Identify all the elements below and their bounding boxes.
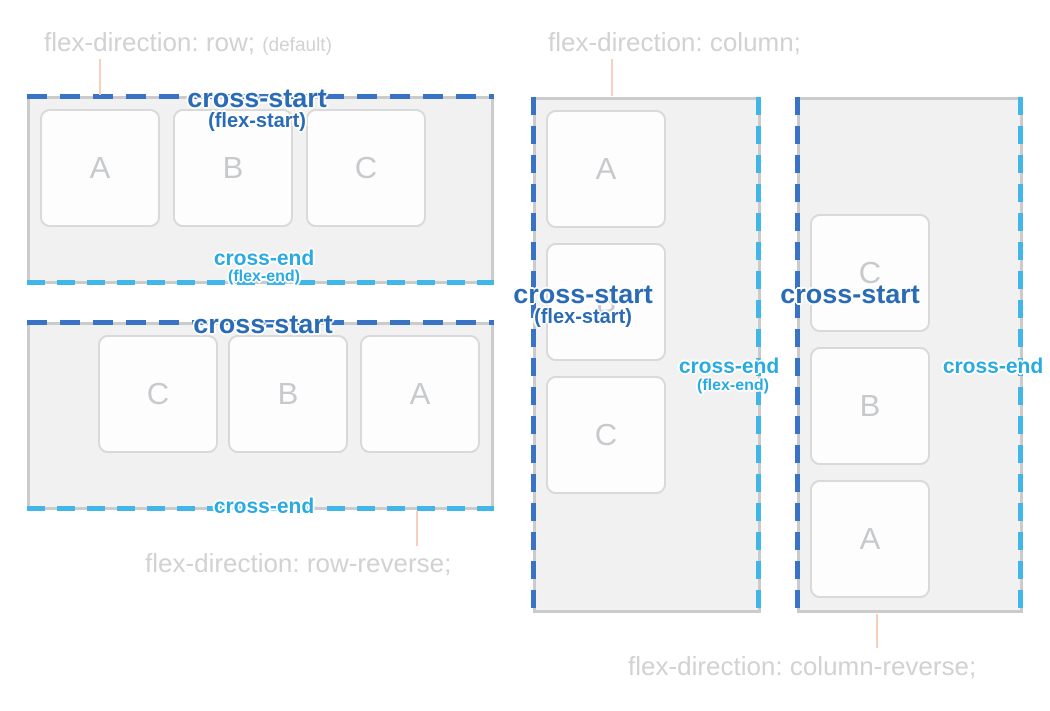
heading-row-text: flex-direction: row;: [44, 27, 255, 57]
connector-line-column: [611, 59, 613, 96]
cross-start-dashed-edge-column-reverse: [795, 97, 800, 613]
cross-start-dashed-edge-row: [27, 94, 494, 99]
heading-flex-direction-row: flex-direction: row; (default): [44, 27, 332, 58]
flex-item-letter: A: [859, 521, 881, 556]
connector-line-row-reverse: [416, 511, 418, 546]
flex-item-letter: C: [858, 255, 882, 290]
cross-start-label-row: cross-start: [187, 83, 327, 113]
cross-end-sublabel-row: (flex-end): [228, 268, 300, 285]
heading-flex-direction-column: flex-direction: column;: [548, 27, 801, 57]
flex-item-letter: B: [595, 284, 617, 319]
flex-item: B: [546, 243, 666, 361]
flex-item-letter: A: [409, 376, 431, 411]
flex-item-letter: B: [277, 376, 299, 411]
flex-item: C: [810, 214, 930, 332]
cross-end-dashed-edge-column-reverse: [1018, 97, 1023, 613]
flex-item: B: [810, 347, 930, 465]
flex-container-row-reverse: C B A: [27, 322, 494, 510]
cross-start-label-column-reverse: cross-start: [780, 279, 920, 309]
flex-item-letter: C: [594, 417, 618, 452]
cross-start-sublabel-column: (flex-start): [534, 306, 632, 328]
flex-item-letter: B: [222, 150, 244, 185]
flex-container-column-reverse: C B A: [797, 97, 1023, 613]
cross-start-sublabel-row: (flex-start): [208, 110, 306, 132]
flex-item-letter: B: [859, 388, 881, 423]
flex-item: A: [546, 110, 666, 228]
flex-item: A: [360, 335, 480, 453]
flex-item: B: [173, 109, 293, 227]
flex-item: C: [98, 335, 218, 453]
flex-item: A: [810, 480, 930, 598]
flex-item: C: [306, 109, 426, 227]
heading-row-default-note: (default): [262, 35, 332, 56]
flex-item-letter: A: [595, 151, 617, 186]
cross-start-label-column: cross-start: [513, 279, 653, 309]
connector-line-column-reverse: [876, 614, 878, 648]
cross-end-label-row-reverse: cross-end: [213, 495, 315, 518]
cross-start-dashed-edge-column: [531, 97, 536, 613]
flex-item-letter: C: [146, 376, 170, 411]
cross-end-dashed-edge-row-reverse: [27, 506, 494, 511]
cross-end-label-column-reverse: cross-end: [942, 355, 1044, 378]
cross-end-sublabel-column: (flex-end): [697, 377, 769, 394]
flex-container-row: A B C: [27, 96, 494, 284]
cross-end-label-column: cross-end: [678, 355, 780, 378]
flex-container-column: A B C: [533, 97, 761, 613]
cross-start-label-row-reverse: cross-start: [193, 309, 333, 339]
flex-item-letter: A: [89, 150, 111, 185]
heading-flex-direction-column-reverse: flex-direction: column-reverse;: [628, 651, 977, 681]
cross-start-dashed-edge-row-reverse: [27, 320, 494, 325]
connector-line-row: [99, 59, 101, 95]
flex-item: C: [546, 376, 666, 494]
flex-item: B: [228, 335, 348, 453]
cross-end-dashed-edge-row: [27, 280, 494, 285]
flex-item: A: [40, 109, 160, 227]
flex-item-letter: C: [354, 150, 378, 185]
cross-end-label-row: cross-end: [213, 247, 315, 270]
heading-flex-direction-row-reverse: flex-direction: row-reverse;: [145, 548, 452, 578]
cross-end-dashed-edge-column: [756, 97, 761, 613]
